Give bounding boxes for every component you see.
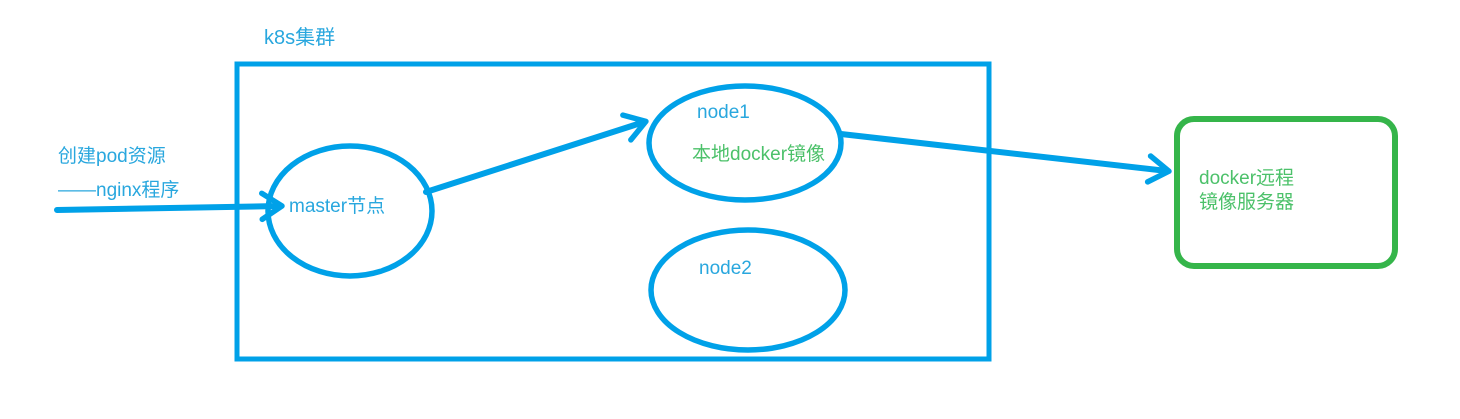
arrow-master-to-node1 bbox=[423, 112, 649, 195]
left-note-line2: ——nginx程序 bbox=[58, 179, 179, 201]
node1-sublabel: 本地docker镜像 bbox=[692, 143, 825, 165]
left-note-line1: 创建pod资源 bbox=[58, 145, 166, 167]
arrow-create-pod-to-master bbox=[54, 190, 285, 223]
k8s-cluster-box bbox=[234, 61, 992, 362]
master-node-label: master节点 bbox=[289, 195, 385, 217]
arrow-node1-to-registry bbox=[838, 131, 1172, 185]
master-node-ellipse bbox=[265, 143, 435, 279]
cluster-title: k8s集群 bbox=[264, 26, 335, 49]
registry-label-line1: docker远程 bbox=[1199, 167, 1294, 189]
registry-box bbox=[1174, 116, 1398, 269]
registry-label-line2: 镜像服务器 bbox=[1199, 191, 1294, 213]
node1-ellipse bbox=[646, 83, 844, 203]
node2-label: node2 bbox=[699, 258, 752, 279]
node2-ellipse bbox=[648, 227, 848, 353]
node1-label: node1 bbox=[697, 102, 750, 123]
